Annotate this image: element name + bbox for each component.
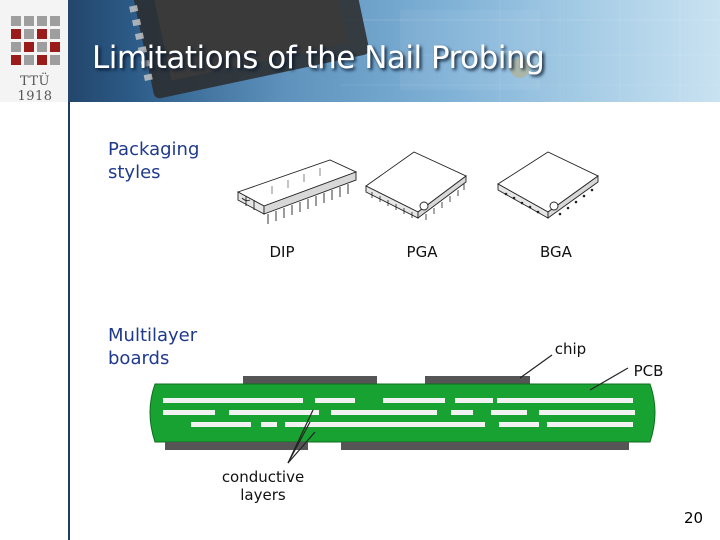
slide-title: Limitations of the Nail Probing	[92, 40, 545, 76]
pga-label: PGA	[406, 243, 438, 261]
logo-panel: TTÜ 1918	[0, 0, 68, 102]
left-margin	[0, 102, 68, 540]
pga-package-icon	[365, 151, 467, 220]
packaging-styles-label: Packaging styles	[108, 139, 200, 183]
dip-label: DIP	[269, 243, 295, 261]
header-background-art	[129, 0, 720, 102]
dip-package-icon	[236, 159, 358, 224]
page-number: 20	[684, 509, 704, 527]
conductive-layers-label: conductive layers	[221, 468, 305, 504]
left-divider-line	[68, 102, 70, 540]
top-chip-right	[425, 376, 530, 384]
bga-label: BGA	[540, 243, 572, 261]
bga-package-icon	[497, 151, 599, 219]
logo-text: TTÜ 1918	[17, 74, 53, 102]
bottom-chip-left	[165, 442, 308, 450]
top-chip-left	[243, 376, 377, 384]
slide-header: TTÜ 1918 Limitations of the Nail Probing	[0, 0, 720, 102]
multilayer-boards-label: Multilayer boards	[108, 325, 198, 369]
university-logo-icon	[11, 16, 60, 65]
pcb-label: PCB	[633, 362, 664, 380]
multilayer-pcb-diagram	[149, 376, 656, 450]
bottom-chip-right	[341, 442, 629, 450]
chip-label: chip	[554, 340, 587, 358]
